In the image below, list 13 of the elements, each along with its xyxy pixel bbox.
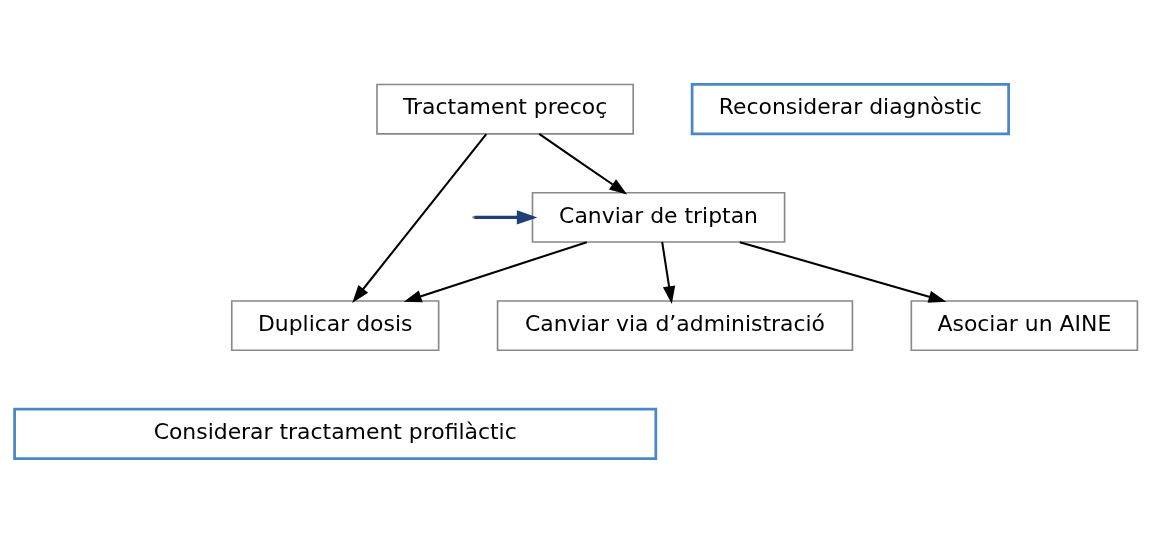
arrow [538,133,628,195]
node-box: Considerar tractament profilàctic [13,407,658,460]
arrow [739,241,947,303]
arrow [403,241,588,303]
node-box: Canviar via d’administració [496,300,854,352]
node-box: Reconsiderar diagnòstic [690,83,1010,136]
node-box: Duplicar dosis [230,300,440,352]
node-box: Canviar de triptan [531,191,786,243]
arrow [474,210,538,225]
node-box: Tractament precoç [376,83,635,135]
node-box: Asociar un AINE [910,300,1139,352]
arrow [352,133,488,303]
arrow [661,242,676,304]
